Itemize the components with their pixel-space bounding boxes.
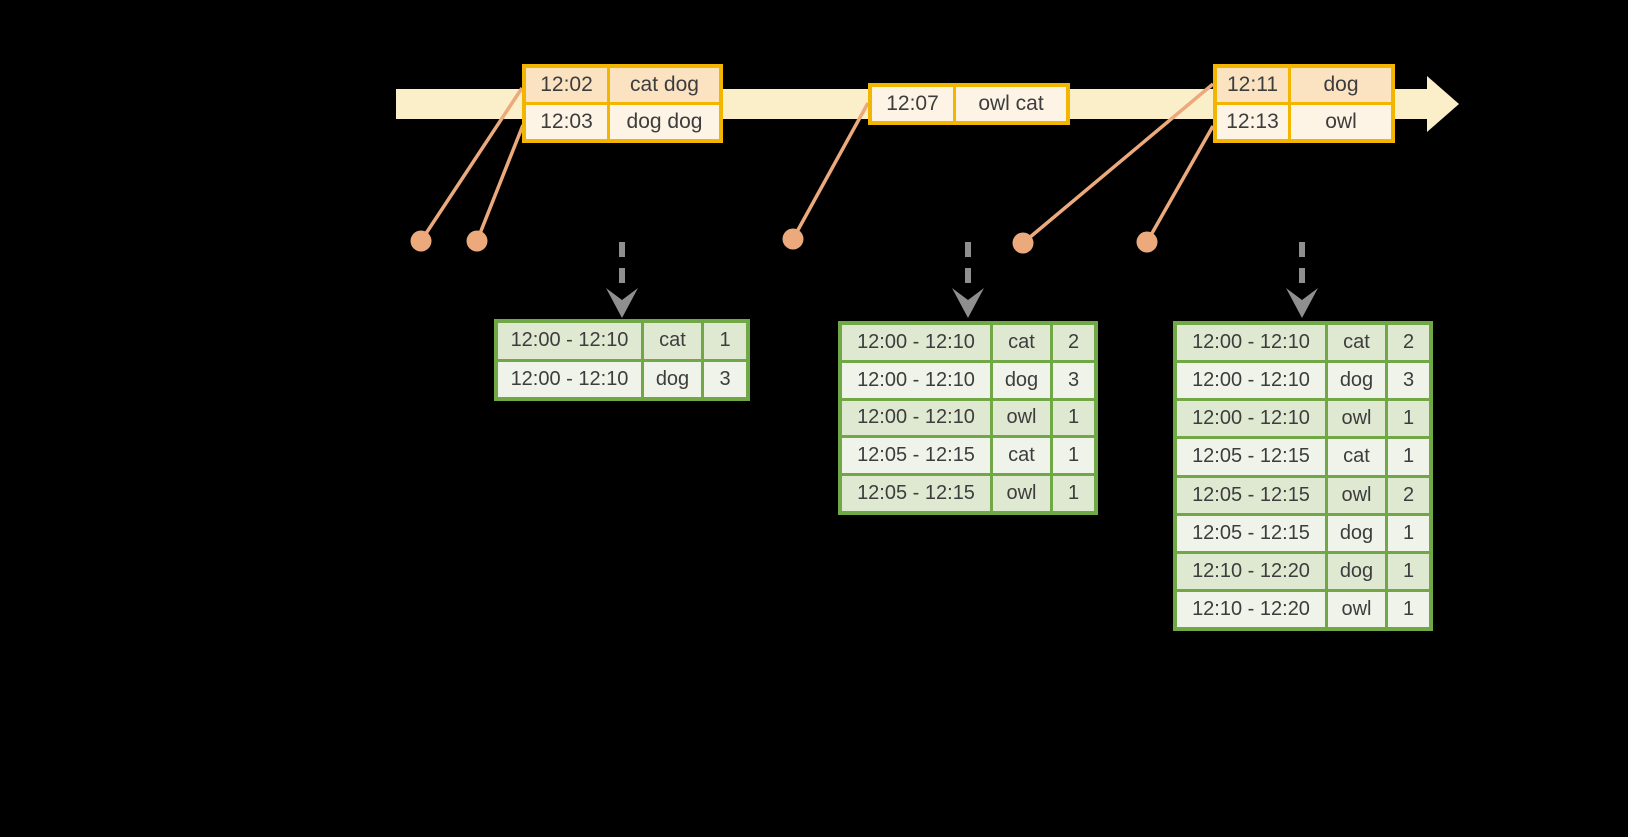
count-cell: 1 [1388,515,1429,551]
event-table-2: 12:07 owl cat [868,83,1070,125]
event-words-cell: owl [1291,105,1391,139]
event-words-cell: owl cat [956,87,1066,121]
word-cell: owl [1328,401,1385,437]
connector-line [1021,82,1215,245]
word-cell: cat [644,323,701,359]
word-cell: dog [1328,515,1385,551]
word-cell: dog [1328,553,1385,589]
word-cell: cat [993,325,1050,360]
window-cell: 12:00 - 12:10 [842,362,990,398]
count-cell: 1 [1053,438,1094,474]
window-cell: 12:05 - 12:15 [1177,439,1325,475]
event-marker-dot-icon [466,230,488,252]
event-time-cell: 12:13 [1217,105,1288,139]
window-cell: 12:00 - 12:10 [1177,401,1325,437]
word-cell: owl [1328,477,1385,513]
word-cell: owl [993,400,1050,436]
word-cell: owl [1328,591,1385,627]
window-cell: 12:05 - 12:15 [842,476,990,511]
event-time-cell: 12:02 [526,68,607,102]
count-cell: 2 [1388,325,1429,361]
event-marker-dot-icon [1136,231,1158,253]
window-cell: 12:00 - 12:10 [498,361,641,397]
count-cell: 3 [704,361,746,397]
event-marker-dot-icon [782,228,804,250]
event-words-cell: dog dog [610,105,719,139]
window-cell: 12:00 - 12:10 [1177,325,1325,361]
window-cell: 12:00 - 12:10 [498,323,641,359]
word-cell: cat [1328,439,1385,475]
trigger-arrow-icon [1286,242,1318,318]
count-cell: 1 [1053,400,1094,436]
connector-line [475,124,525,242]
result-table-3: 12:00 - 12:10 cat 2 12:00 - 12:10 dog 3 … [1173,321,1433,631]
event-time-cell: 12:11 [1217,68,1288,102]
window-cell: 12:05 - 12:15 [1177,515,1325,551]
word-cell: owl [993,476,1050,511]
event-time-cell: 12:07 [872,87,953,121]
window-cell: 12:05 - 12:15 [842,438,990,474]
window-cell: 12:00 - 12:10 [842,325,990,360]
trigger-arrow-icon [606,242,638,318]
word-cell: cat [1328,325,1385,361]
count-cell: 1 [1053,476,1094,511]
count-cell: 2 [1053,325,1094,360]
trigger-arrow-icon [952,242,984,318]
count-cell: 2 [1388,477,1429,513]
event-marker-dot-icon [1012,232,1034,254]
connector-line [791,102,870,240]
event-table-3: 12:11 dog 12:13 owl [1213,64,1395,143]
count-cell: 1 [704,323,746,359]
count-cell: 3 [1053,362,1094,398]
window-cell: 12:00 - 12:10 [1177,363,1325,399]
word-cell: dog [993,362,1050,398]
connector-line [419,87,524,242]
event-time-cell: 12:03 [526,105,607,139]
word-cell: cat [993,438,1050,474]
event-table-1: 12:02 cat dog 12:03 dog dog [522,64,723,143]
event-marker-dot-icon [410,230,432,252]
count-cell: 1 [1388,553,1429,589]
event-words-cell: dog [1291,68,1391,102]
count-cell: 1 [1388,591,1429,627]
timeline-arrowhead-icon [1427,76,1459,132]
connector-line [1145,125,1215,243]
window-cell: 12:05 - 12:15 [1177,477,1325,513]
result-table-2: 12:00 - 12:10 cat 2 12:00 - 12:10 dog 3 … [838,321,1098,515]
result-table-1: 12:00 - 12:10 cat 1 12:00 - 12:10 dog 3 [494,319,750,401]
count-cell: 1 [1388,439,1429,475]
count-cell: 3 [1388,363,1429,399]
window-cell: 12:00 - 12:10 [842,400,990,436]
word-cell: dog [1328,363,1385,399]
window-cell: 12:10 - 12:20 [1177,553,1325,589]
count-cell: 1 [1388,401,1429,437]
window-cell: 12:10 - 12:20 [1177,591,1325,627]
word-cell: dog [644,361,701,397]
event-words-cell: cat dog [610,68,719,102]
